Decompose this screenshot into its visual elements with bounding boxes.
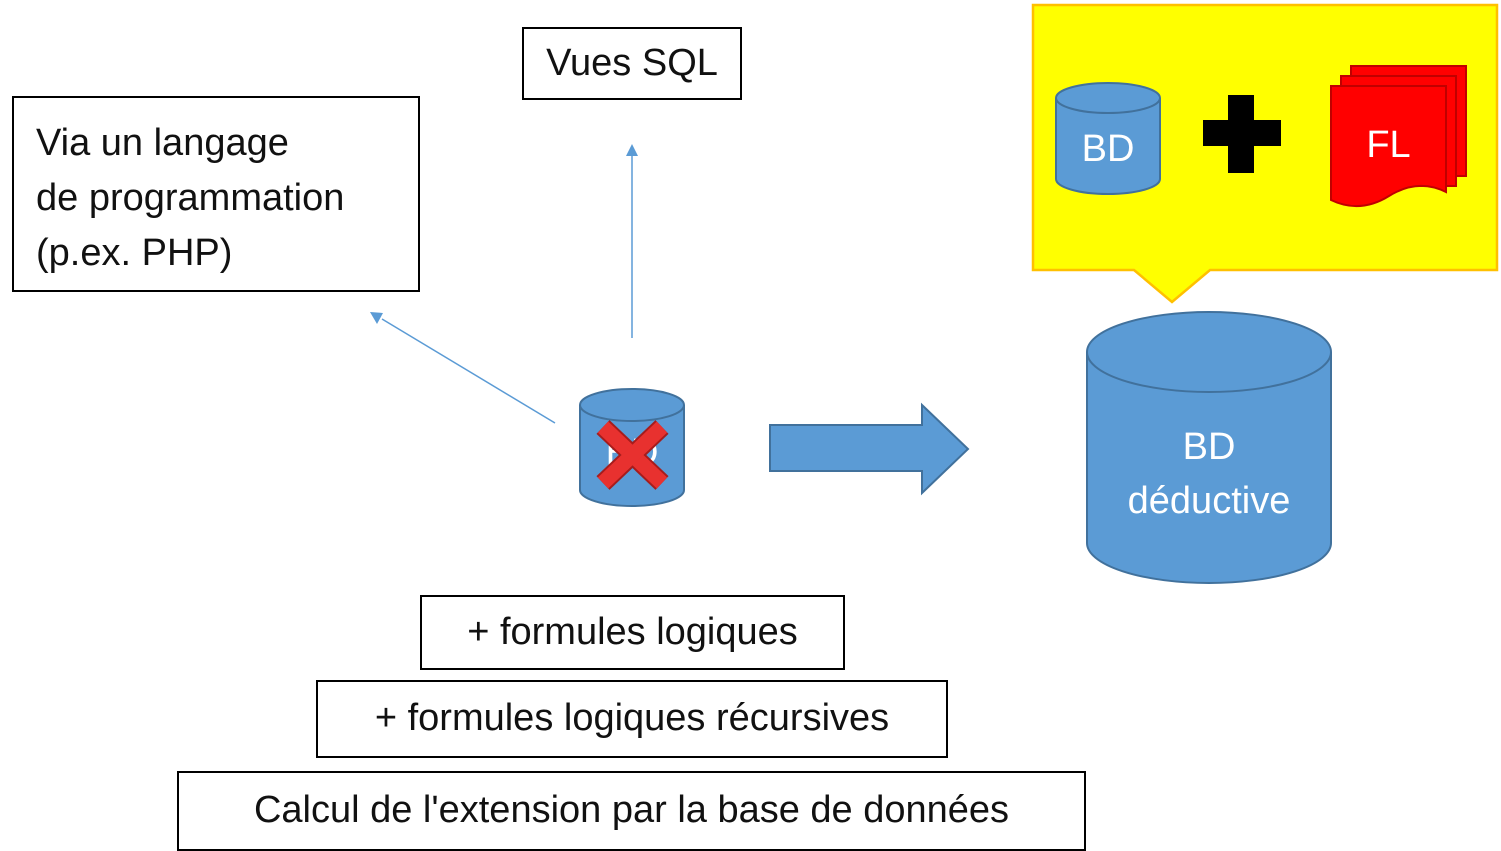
deductive-db-line2: déductive xyxy=(1127,480,1291,522)
extension-box: Calcul de l'extension par la base de don… xyxy=(177,771,1086,851)
arrow-to-programming xyxy=(370,312,556,424)
deductive-db-line1: BD xyxy=(1182,426,1236,468)
recursive-formulas-box: + formules logiques récursives xyxy=(316,680,948,758)
plus-icon xyxy=(1203,95,1281,173)
deductive-db-cylinder-icon xyxy=(1086,311,1332,584)
programming-line-3: (p.ex. PHP) xyxy=(36,232,233,275)
logic-formulas-box: + formules logiques xyxy=(420,595,845,670)
deductive-db-label: BD déductive xyxy=(1087,420,1331,528)
callout-db-cylinder-icon xyxy=(1055,82,1161,195)
fl-documents-icon xyxy=(1330,65,1467,207)
callout-fl-label: FL xyxy=(1366,124,1411,166)
arrow-to-sql-views xyxy=(626,144,638,338)
sql-views-box: Vues SQL xyxy=(522,27,742,100)
source-db-label: BD xyxy=(605,432,659,474)
programming-line-2: de programmation xyxy=(36,177,345,220)
callout-db-label: BD xyxy=(1081,128,1135,170)
programming-language-box: Via un langage de programmation (p.ex. P… xyxy=(12,96,420,292)
block-arrow-to-deductive-db xyxy=(769,402,970,496)
programming-line-1: Via un langage xyxy=(36,122,289,164)
